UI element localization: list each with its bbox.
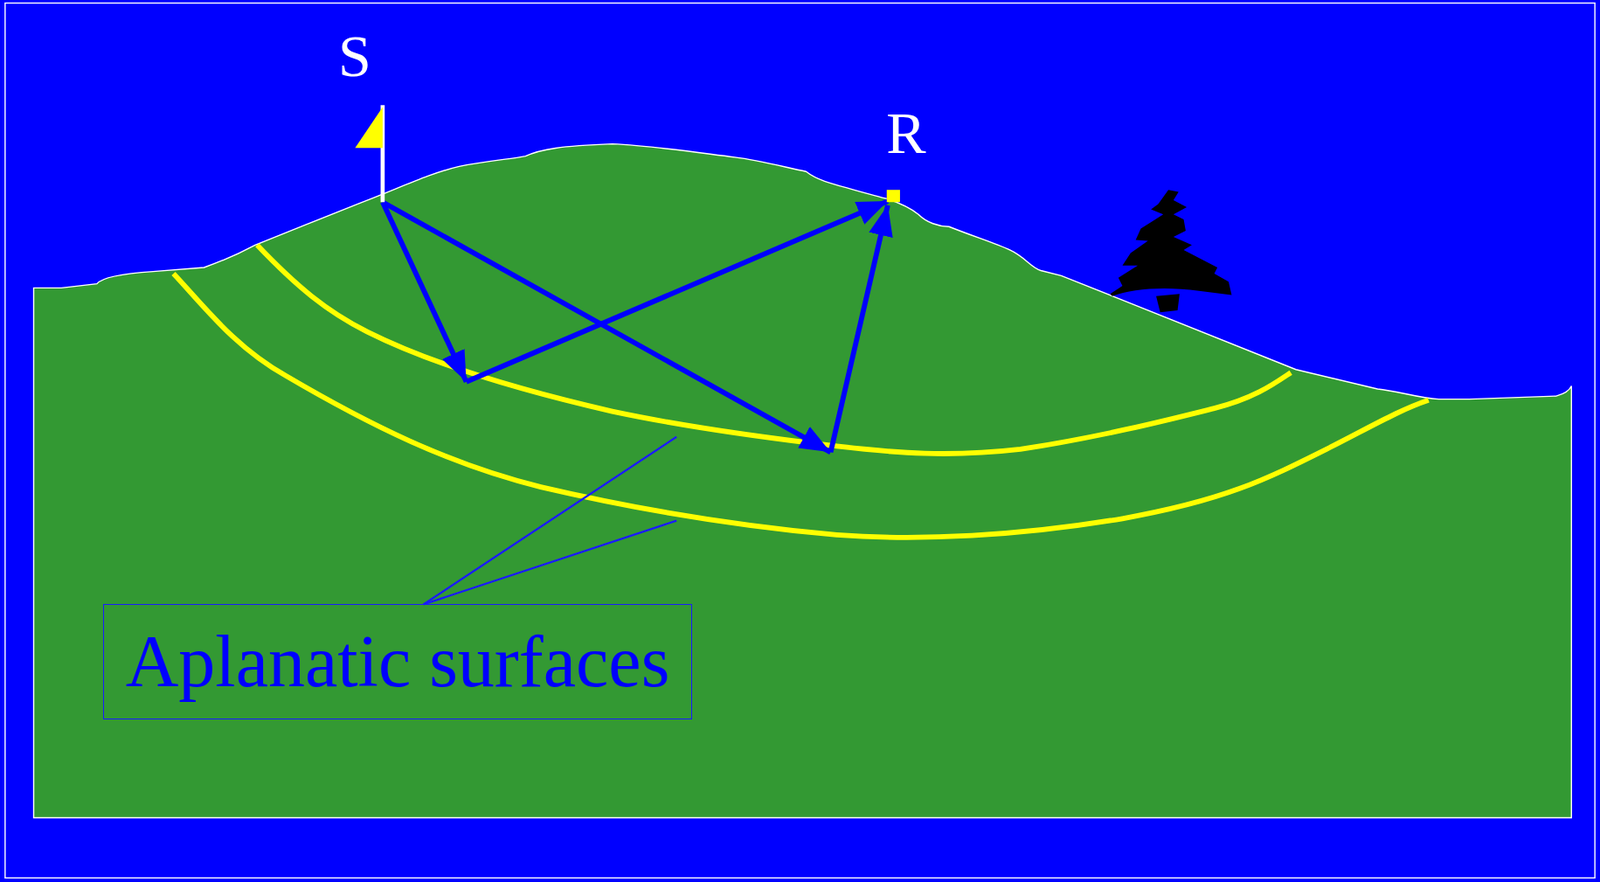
ray bbox=[831, 205, 888, 453]
ray bbox=[382, 201, 832, 452]
tree-trunk bbox=[1156, 293, 1180, 312]
flag bbox=[354, 107, 383, 149]
callout-box: Aplanatic surfaces bbox=[103, 603, 693, 720]
aplanatic-surface bbox=[173, 273, 1429, 538]
callout-text: Aplanatic surfaces bbox=[125, 621, 671, 702]
tree-crown bbox=[1109, 189, 1232, 296]
ground bbox=[34, 144, 1573, 818]
ray bbox=[466, 200, 888, 382]
station-label: S bbox=[338, 26, 372, 86]
leader-line bbox=[423, 436, 678, 605]
tree bbox=[1109, 189, 1232, 312]
frame bbox=[5, 3, 1595, 879]
ray bbox=[382, 201, 467, 382]
leader-line bbox=[423, 520, 678, 605]
station-label: R bbox=[886, 103, 926, 163]
receiver-symbol bbox=[886, 189, 901, 202]
